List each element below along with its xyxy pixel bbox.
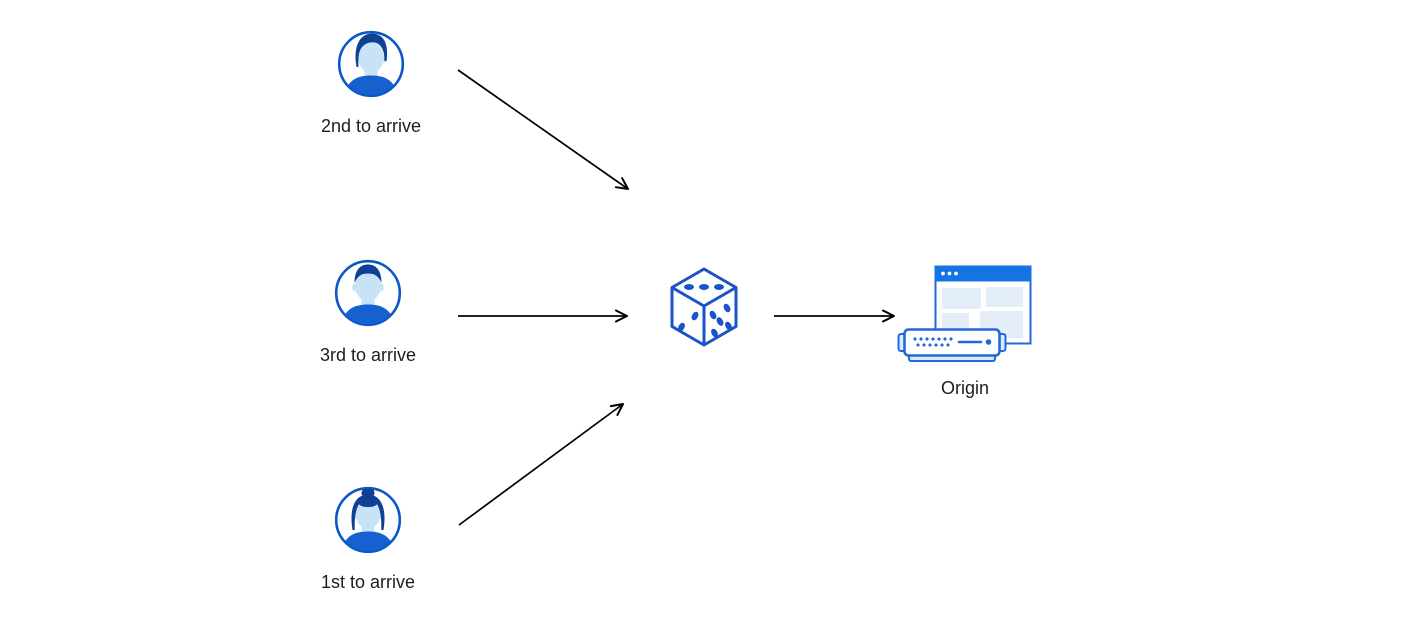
arrow-visitor-2nd-to-dice (457, 69, 629, 190)
male-user-avatar-icon (337, 30, 405, 98)
node-label: 2nd to arrive (320, 116, 422, 136)
node-origin: Origin (891, 262, 1039, 399)
server-vent-dots (913, 337, 953, 347)
node-label: Origin (940, 378, 989, 398)
node-visitor-1st: 1st to arrive (283, 485, 453, 593)
node-visitor-3rd: 3rd to arrive (283, 258, 453, 366)
female-user-avatar-icon (334, 486, 402, 554)
node-visitor-2nd: 2nd to arrive (286, 29, 456, 137)
male-user-short-hair-avatar-icon (334, 259, 402, 327)
node-random-selector (668, 266, 740, 348)
origin-server-icon (897, 265, 1032, 362)
dice-icon (670, 267, 738, 347)
server-icon (897, 328, 1007, 362)
node-label: 1st to arrive (320, 572, 416, 592)
arrow-visitor-1st-to-dice (458, 403, 624, 526)
node-label: 3rd to arrive (319, 345, 417, 365)
